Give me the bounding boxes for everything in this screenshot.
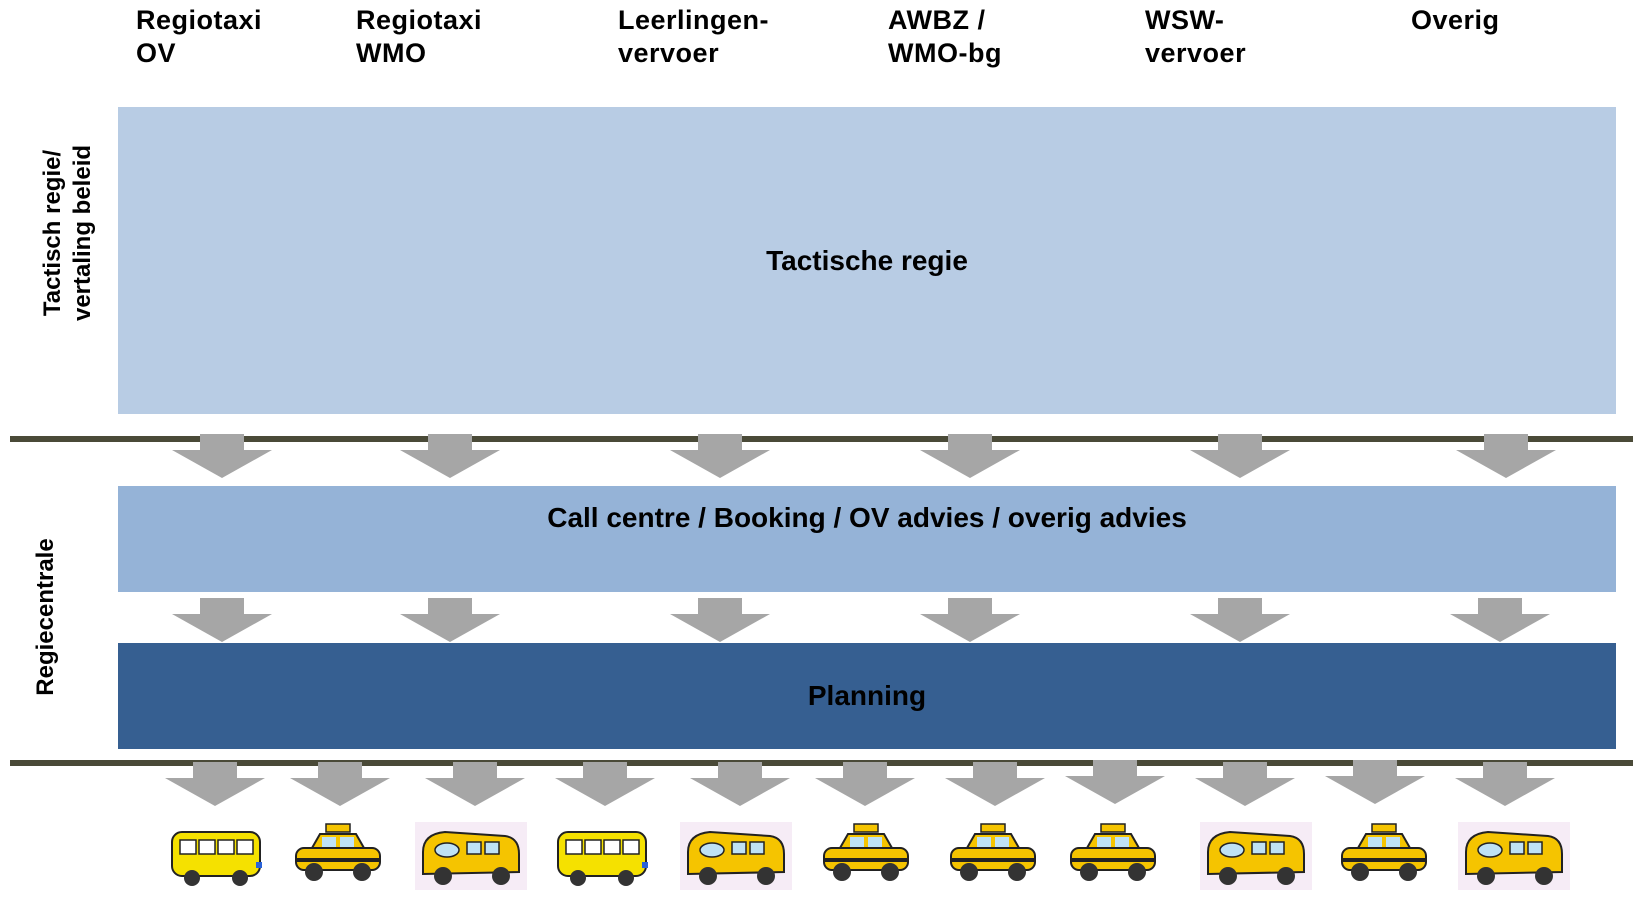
- column-header-leerlingenvervoer: Leerlingen- vervoer: [618, 5, 770, 68]
- schoolbus-icon: [680, 822, 792, 890]
- arrow-down-icon: [690, 762, 790, 806]
- arrow-down-icon: [400, 434, 500, 478]
- column-header-regiotaxi-wmo: Regiotaxi WMO: [356, 5, 483, 68]
- side-label-tactical: Tactisch regie/ vertaling beleid: [39, 144, 96, 322]
- arrow-down-icon: [290, 762, 390, 806]
- callcentre-layer-label: Call centre / Booking / OV advies / over…: [547, 502, 1187, 533]
- arrow-down-icon: [1456, 434, 1556, 478]
- arrow-down-icon: [172, 598, 272, 642]
- divider-bottom: [10, 760, 1633, 766]
- arrow-down-icon: [1190, 434, 1290, 478]
- arrow-down-icon: [920, 434, 1020, 478]
- arrow-down-icon: [165, 762, 265, 806]
- arrow-down-icon: [1325, 760, 1425, 804]
- column-header-overig: Overig: [1411, 5, 1500, 35]
- arrow-down-icon: [920, 598, 1020, 642]
- schoolbus-icon: [1200, 822, 1312, 890]
- arrow-down-icon: [172, 434, 272, 478]
- arrow-down-icon: [670, 598, 770, 642]
- taxi-icon: [823, 823, 909, 881]
- arrow-down-icon: [1065, 760, 1165, 804]
- arrow-down-icon: [1450, 598, 1550, 642]
- tactical-layer-box: Tactische regie: [118, 107, 1616, 414]
- divider-top: [10, 436, 1633, 442]
- taxi-icon: [295, 823, 381, 881]
- tactical-layer-label: Tactische regie: [766, 244, 968, 276]
- arrow-down-icon: [1455, 762, 1555, 806]
- schoolbus-icon: [1458, 822, 1570, 890]
- column-header-wsw-vervoer: WSW- vervoer: [1145, 5, 1247, 68]
- arrow-down-icon: [400, 598, 500, 642]
- side-label-regiecentrale: Regiecentrale: [32, 538, 59, 696]
- callcentre-layer-box: Call centre / Booking / OV advies / over…: [118, 486, 1616, 592]
- planning-layer-label: Planning: [807, 680, 927, 711]
- bus-icon: [171, 831, 262, 886]
- arrow-down-icon: [945, 762, 1045, 806]
- arrow-down-icon: [670, 434, 770, 478]
- arrow-down-icon: [1190, 598, 1290, 642]
- bus-icon: [557, 831, 648, 886]
- column-header-awbz-wmo-bg: AWBZ / WMO-bg: [888, 5, 1002, 68]
- planning-layer-box: Planning: [118, 643, 1616, 749]
- arrow-down-icon: [815, 762, 915, 806]
- arrow-down-icon: [1195, 762, 1295, 806]
- arrow-down-icon: [555, 762, 655, 806]
- taxi-icon: [1341, 823, 1427, 881]
- taxi-icon: [950, 823, 1036, 881]
- column-header-regiotaxi-ov: Regiotaxi OV: [136, 5, 263, 68]
- taxi-icon: [1070, 823, 1156, 881]
- arrow-down-icon: [425, 762, 525, 806]
- schoolbus-icon: [415, 822, 527, 890]
